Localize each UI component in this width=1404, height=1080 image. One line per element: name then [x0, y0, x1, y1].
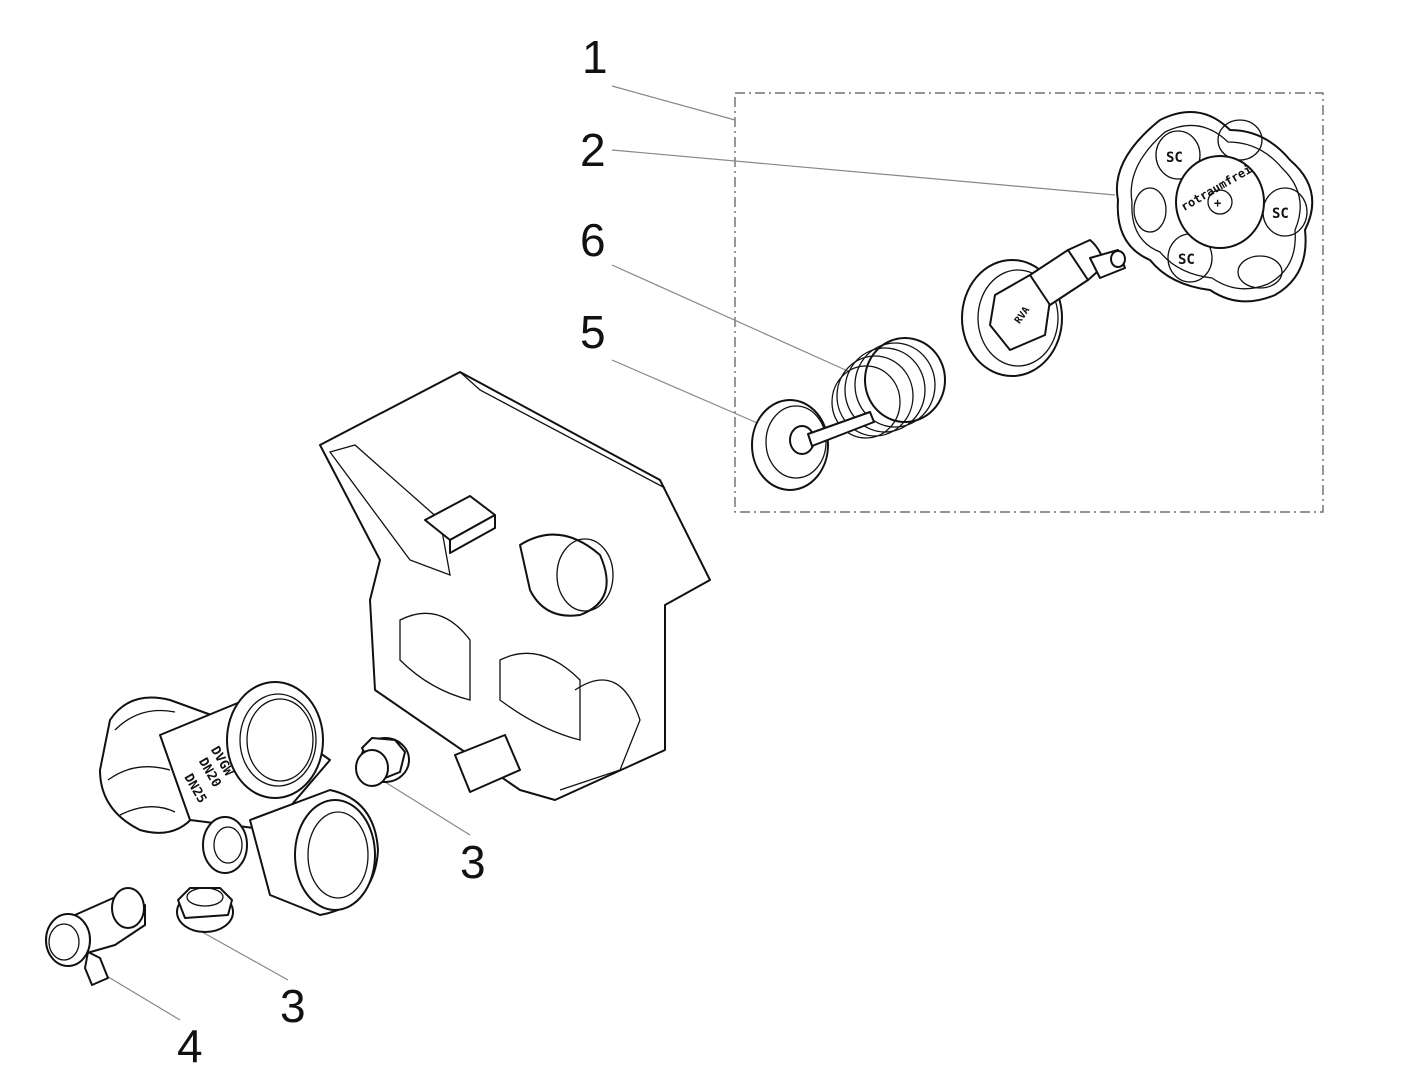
- assembly-group-box: [734, 92, 1324, 513]
- handwheel-center-mark: +: [1214, 196, 1221, 210]
- plug-part-lower: [176, 887, 234, 933]
- leader-6: [611, 264, 851, 373]
- drain-valve-part: [45, 887, 146, 986]
- callout-1: 1: [582, 31, 608, 83]
- handwheel-part: + rotraumfrei SC SC SC: [1116, 111, 1314, 303]
- handwheel-logo-3: SC: [1178, 252, 1195, 268]
- leader-lines: [104, 85, 1116, 1021]
- handwheel-logo-1: SC: [1166, 150, 1183, 166]
- leader-3a: [384, 781, 471, 836]
- leader-2: [611, 149, 1116, 196]
- handwheel-logo-2: SC: [1272, 206, 1289, 222]
- insulation-shell-part: [319, 371, 711, 801]
- callout-2: 2: [580, 124, 606, 176]
- leader-5: [611, 359, 763, 426]
- callout-5: 5: [580, 306, 606, 358]
- spring-part: [831, 337, 946, 439]
- upper-part: RVA: [961, 239, 1126, 377]
- callout-6: 6: [580, 214, 606, 266]
- plug-part-upper: [355, 737, 410, 787]
- callout-3a: 3: [460, 836, 486, 888]
- valve-body-part: DVGW DN20 DN25: [99, 681, 379, 916]
- callout-4: 4: [177, 1020, 203, 1072]
- leader-1: [611, 85, 736, 121]
- leader-3b: [194, 927, 289, 981]
- callout-3b: 3: [280, 980, 306, 1032]
- valve-disc-part: [751, 399, 875, 491]
- leader-4: [104, 974, 181, 1021]
